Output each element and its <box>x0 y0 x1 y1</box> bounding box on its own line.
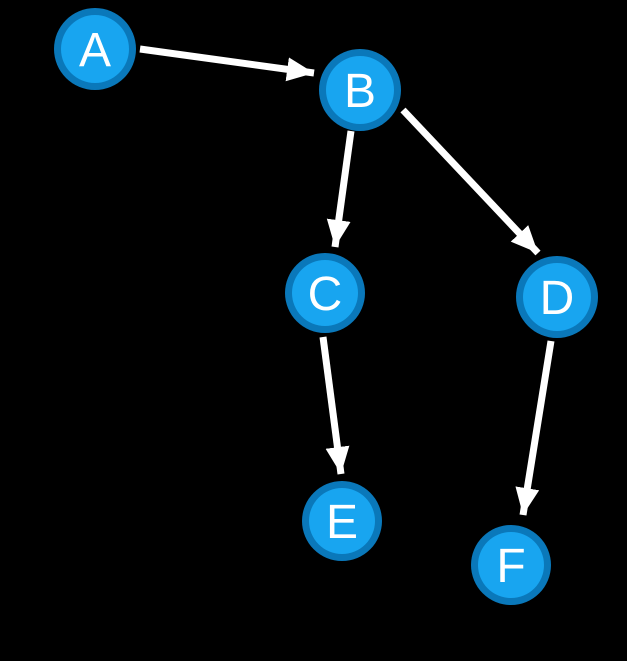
edge-D-F <box>515 340 555 516</box>
node-F: F <box>471 525 551 605</box>
node-E: E <box>302 481 382 561</box>
node-label-A: A <box>79 24 111 77</box>
node-body <box>61 15 129 83</box>
edge-B-C <box>326 130 355 248</box>
node-body <box>523 263 591 331</box>
node-body <box>292 260 358 326</box>
node-C: C <box>285 253 365 333</box>
edge-C-E <box>319 336 350 475</box>
nodes-layer: A B C D E F <box>54 8 598 605</box>
edge-A-B <box>139 45 315 82</box>
edges-layer <box>139 45 555 516</box>
node-label-E: E <box>326 496 358 549</box>
node-A: A <box>54 8 136 90</box>
node-label-F: F <box>496 540 525 593</box>
node-label-C: C <box>308 268 343 321</box>
node-body <box>326 56 394 124</box>
edge-B-D <box>400 107 541 256</box>
node-label-D: D <box>540 272 575 325</box>
node-body <box>309 488 375 554</box>
node-D: D <box>516 256 598 338</box>
node-label-B: B <box>344 65 376 118</box>
node-body <box>478 532 544 598</box>
node-B: B <box>319 49 401 131</box>
